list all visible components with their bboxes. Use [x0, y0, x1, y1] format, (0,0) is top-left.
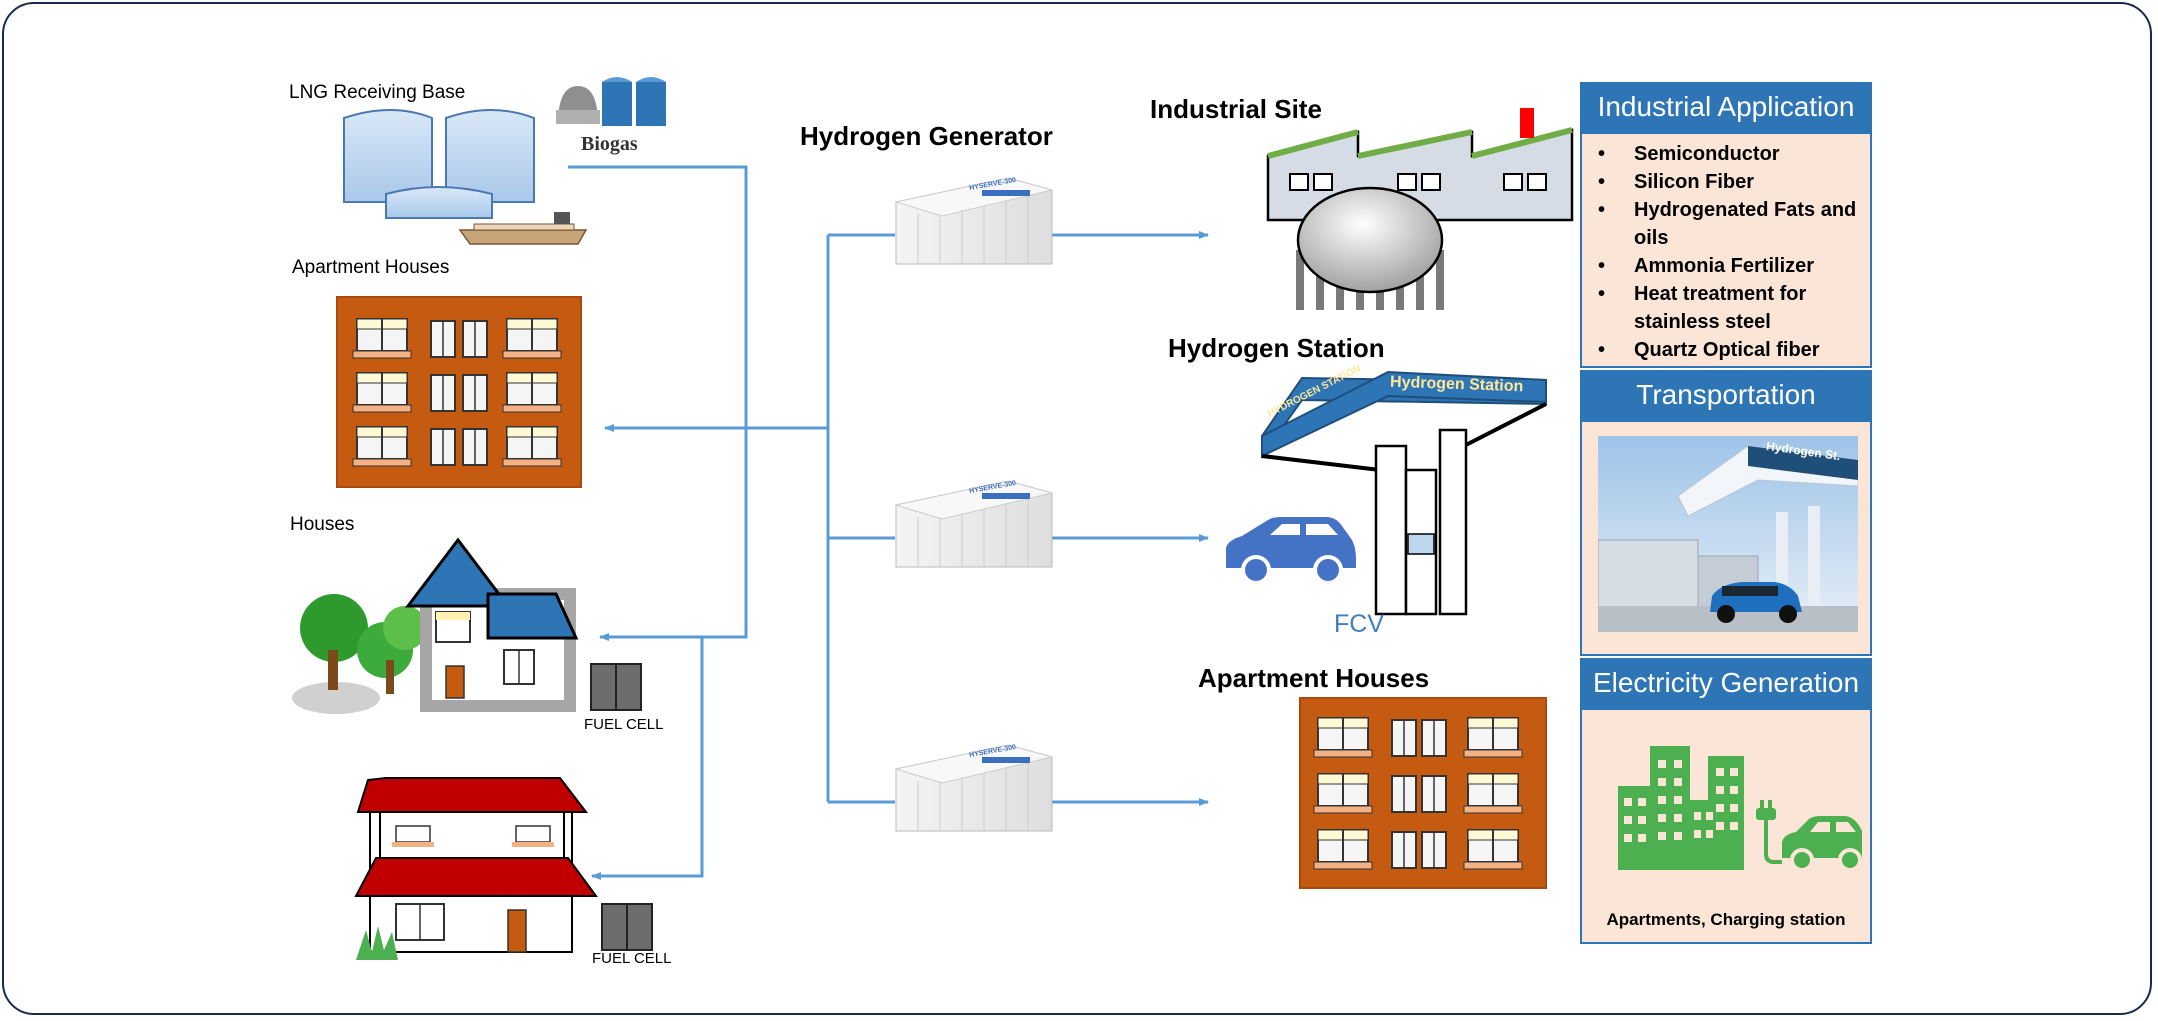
- house-blue-roof-graphic: [292, 537, 579, 714]
- transportation-header: Transportation: [1580, 370, 1872, 420]
- fuel-cell-unit-1: [590, 663, 642, 711]
- hydrogen-station-photo: [1598, 436, 1858, 632]
- electricity-generation-header: Electricity Generation: [1580, 658, 1872, 708]
- hydrogen-generator-title: Hydrogen Generator: [800, 121, 1053, 151]
- industrial-application-list: Semiconductor Silicon Fiber Hydrogenated…: [1582, 140, 1870, 364]
- fcv-label: FCV: [1334, 610, 1384, 638]
- industrial-application-header: Industrial Application: [1580, 82, 1872, 132]
- list-item: Ammonia Fertilizer: [1598, 252, 1870, 280]
- lng-tanks-graphic: [343, 109, 588, 245]
- list-item: Heat treatment for stainless steel: [1598, 280, 1870, 336]
- city-ev-icon: [1618, 746, 1862, 872]
- list-item: Semiconductor: [1598, 140, 1870, 168]
- list-item: Quartz Optical fiber: [1598, 336, 1870, 364]
- ev-charging-car-icon: [1756, 800, 1862, 872]
- biogas-label: Biogas: [581, 133, 638, 155]
- apartment-houses-left-label: Apartment Houses: [292, 257, 450, 278]
- houses-label: Houses: [290, 514, 355, 535]
- fuel-cell-label-1: FUEL CELL: [584, 716, 664, 733]
- industrial-factory-graphic: [1266, 108, 1574, 310]
- fcv-car-icon: [1226, 517, 1356, 585]
- apartment-houses-right-label: Apartment Houses: [1198, 663, 1430, 693]
- apartment-building-right: [1299, 697, 1547, 889]
- electricity-caption: Apartments, Charging station: [1606, 910, 1846, 929]
- list-item: Silicon Fiber: [1598, 168, 1870, 196]
- lng-receiving-base-label: LNG Receiving Base: [289, 82, 466, 103]
- connector-lines: [568, 165, 1209, 880]
- biogas-tanks-graphic: [556, 77, 666, 126]
- hydrogen-station-graphic: [1226, 370, 1547, 616]
- electricity-generation-panel: Apartments, Charging station: [1580, 708, 1872, 944]
- city-buildings-icon: [1618, 746, 1744, 870]
- fuel-cell-unit-2: [601, 903, 653, 951]
- industrial-site-label: Industrial Site: [1150, 94, 1322, 124]
- hydrogen-station-label: Hydrogen Station: [1168, 333, 1385, 363]
- industrial-application-panel: Semiconductor Silicon Fiber Hydrogenated…: [1580, 132, 1872, 368]
- list-item: Hydrogenated Fats and oils: [1598, 196, 1870, 252]
- apartment-building-left: [337, 297, 581, 487]
- transportation-panel: Hydrogen St.: [1580, 420, 1872, 656]
- fuel-cell-label-2: FUEL CELL: [592, 950, 672, 967]
- house-red-roof-graphic: [354, 777, 598, 960]
